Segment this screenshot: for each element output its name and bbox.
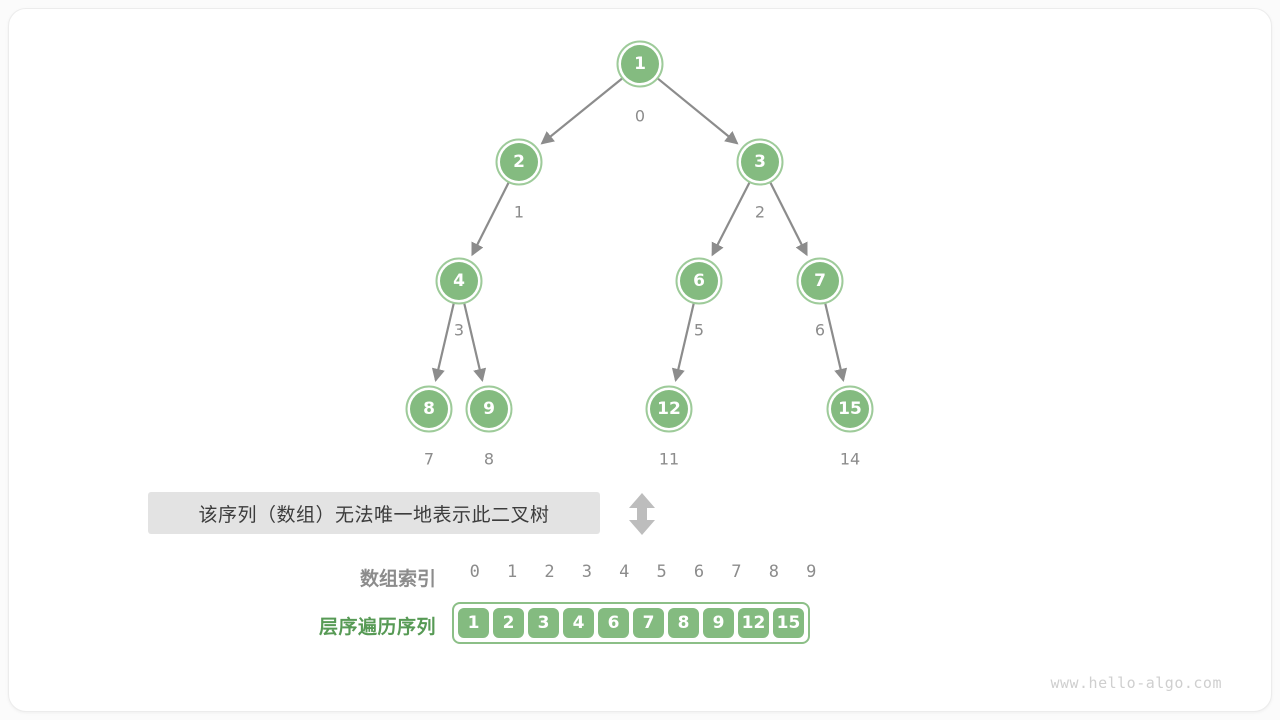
tree-node-index-label: 3 bbox=[454, 321, 464, 340]
array-index-cell: 4 bbox=[619, 562, 630, 582]
tree-node-circle bbox=[741, 143, 779, 181]
tree-node-circle bbox=[680, 262, 718, 300]
array-index-cell: 8 bbox=[768, 562, 779, 582]
tree-node-index-label: 0 bbox=[635, 107, 645, 126]
array-value-cell[interactable]: 12 bbox=[737, 607, 770, 639]
tree-edge bbox=[671, 303, 695, 382]
array-value-cell[interactable]: 3 bbox=[527, 607, 560, 639]
array-value-cell[interactable]: 15 bbox=[772, 607, 805, 639]
tree-edge bbox=[657, 77, 739, 145]
note-text: 该序列（数组）无法唯一地表示此二叉树 bbox=[198, 503, 550, 526]
tree-node[interactable]: 3 bbox=[736, 138, 784, 186]
tree-edge bbox=[540, 77, 623, 145]
tree-edge bbox=[471, 182, 510, 257]
array-value-cell[interactable]: 2 bbox=[492, 607, 525, 639]
tree-node-ring bbox=[435, 257, 483, 305]
tree-node[interactable]: 6 bbox=[675, 257, 723, 305]
tree-node-circle bbox=[500, 143, 538, 181]
array-value-cell[interactable]: 8 bbox=[667, 607, 700, 639]
tree-node-index-label: 5 bbox=[694, 321, 704, 340]
tree-node-value: 1 bbox=[634, 54, 646, 74]
tree-edge bbox=[769, 182, 808, 257]
tree-edge bbox=[711, 181, 751, 257]
tree-node[interactable]: 9 bbox=[465, 385, 513, 433]
tree-node-index-label: 7 bbox=[424, 450, 434, 469]
array-index-cells: 0 1 2 3 4 5 6 7 8 9 bbox=[456, 562, 830, 582]
tree-node-circle bbox=[621, 45, 659, 83]
tree-edge-layer bbox=[431, 77, 848, 382]
tree-node-circle bbox=[650, 390, 688, 428]
array-value-cell[interactable]: 9 bbox=[702, 607, 735, 639]
tree-node-circle bbox=[410, 390, 448, 428]
array-value-cell[interactable]: 4 bbox=[562, 607, 595, 639]
tree-node[interactable]: 4 bbox=[435, 257, 483, 305]
tree-node-ring bbox=[645, 385, 693, 433]
tree-node-value: 8 bbox=[423, 399, 435, 419]
tree-node-index-label: 11 bbox=[659, 450, 679, 469]
tree-node-ring bbox=[405, 385, 453, 433]
array-index-cell: 5 bbox=[656, 562, 667, 582]
array-values-label: 层序遍历序列 bbox=[318, 616, 436, 638]
tree-node-index-label: 1 bbox=[514, 203, 524, 222]
array-index-cell: 2 bbox=[544, 562, 555, 582]
tree-edge bbox=[824, 303, 848, 382]
tree-node[interactable]: 1 bbox=[616, 40, 664, 88]
tree-node-circle bbox=[440, 262, 478, 300]
tree-node-ring bbox=[796, 257, 844, 305]
tree-node-value: 9 bbox=[483, 399, 495, 419]
tree-node-ring bbox=[675, 257, 723, 305]
content-card bbox=[8, 8, 1272, 712]
array-value-cell[interactable]: 6 bbox=[597, 607, 630, 639]
tree-node-ring bbox=[616, 40, 664, 88]
tree-node[interactable]: 15 bbox=[826, 385, 874, 433]
double-arrow-icon bbox=[622, 492, 662, 536]
tree-node[interactable]: 2 bbox=[495, 138, 543, 186]
array-index-label-wrap: 数组索引 bbox=[200, 564, 436, 591]
array-values-label-wrap: 层序遍历序列 bbox=[160, 612, 436, 639]
tree-node[interactable]: 7 bbox=[796, 257, 844, 305]
tree-node-value: 7 bbox=[814, 271, 826, 291]
note-box: 该序列（数组）无法唯一地表示此二叉树 bbox=[148, 492, 600, 534]
tree-node-circle bbox=[470, 390, 508, 428]
tree-node-value: 4 bbox=[453, 271, 465, 291]
tree-node-value: 2 bbox=[513, 152, 525, 172]
array-index-cell: 7 bbox=[731, 562, 742, 582]
tree-node-value: 12 bbox=[657, 399, 681, 419]
tree-node-circle bbox=[801, 262, 839, 300]
tree-node-index-label: 6 bbox=[815, 321, 825, 340]
tree-node-ring bbox=[465, 385, 513, 433]
array-index-label: 数组索引 bbox=[359, 568, 436, 590]
array-value-cell[interactable]: 1 bbox=[457, 607, 490, 639]
array-index-cell: 0 bbox=[469, 562, 480, 582]
tree-node-value: 6 bbox=[693, 271, 705, 291]
tree-node[interactable]: 8 bbox=[405, 385, 453, 433]
tree-node-circle bbox=[831, 390, 869, 428]
tree-node-ring bbox=[736, 138, 784, 186]
tree-edge bbox=[431, 303, 455, 382]
array-value-cell[interactable]: 7 bbox=[632, 607, 665, 639]
tree-node-index-label: 8 bbox=[484, 450, 494, 469]
array-index-cell: 6 bbox=[693, 562, 705, 582]
tree-node-ring bbox=[495, 138, 543, 186]
array-index-cell: 3 bbox=[581, 562, 592, 582]
tree-edge bbox=[463, 303, 487, 382]
tree-node-ring bbox=[826, 385, 874, 433]
tree-node-index-label: 14 bbox=[840, 450, 860, 469]
watermark: www.hello-algo.com bbox=[1050, 674, 1222, 692]
tree-node[interactable]: 12 bbox=[645, 385, 693, 433]
array-index-cell: 1 bbox=[506, 562, 518, 582]
tree-node-value: 15 bbox=[838, 399, 862, 419]
array-index-cell: 9 bbox=[806, 562, 817, 582]
tree-node-value: 3 bbox=[754, 152, 766, 172]
tree-node-index-label: 2 bbox=[755, 203, 765, 222]
